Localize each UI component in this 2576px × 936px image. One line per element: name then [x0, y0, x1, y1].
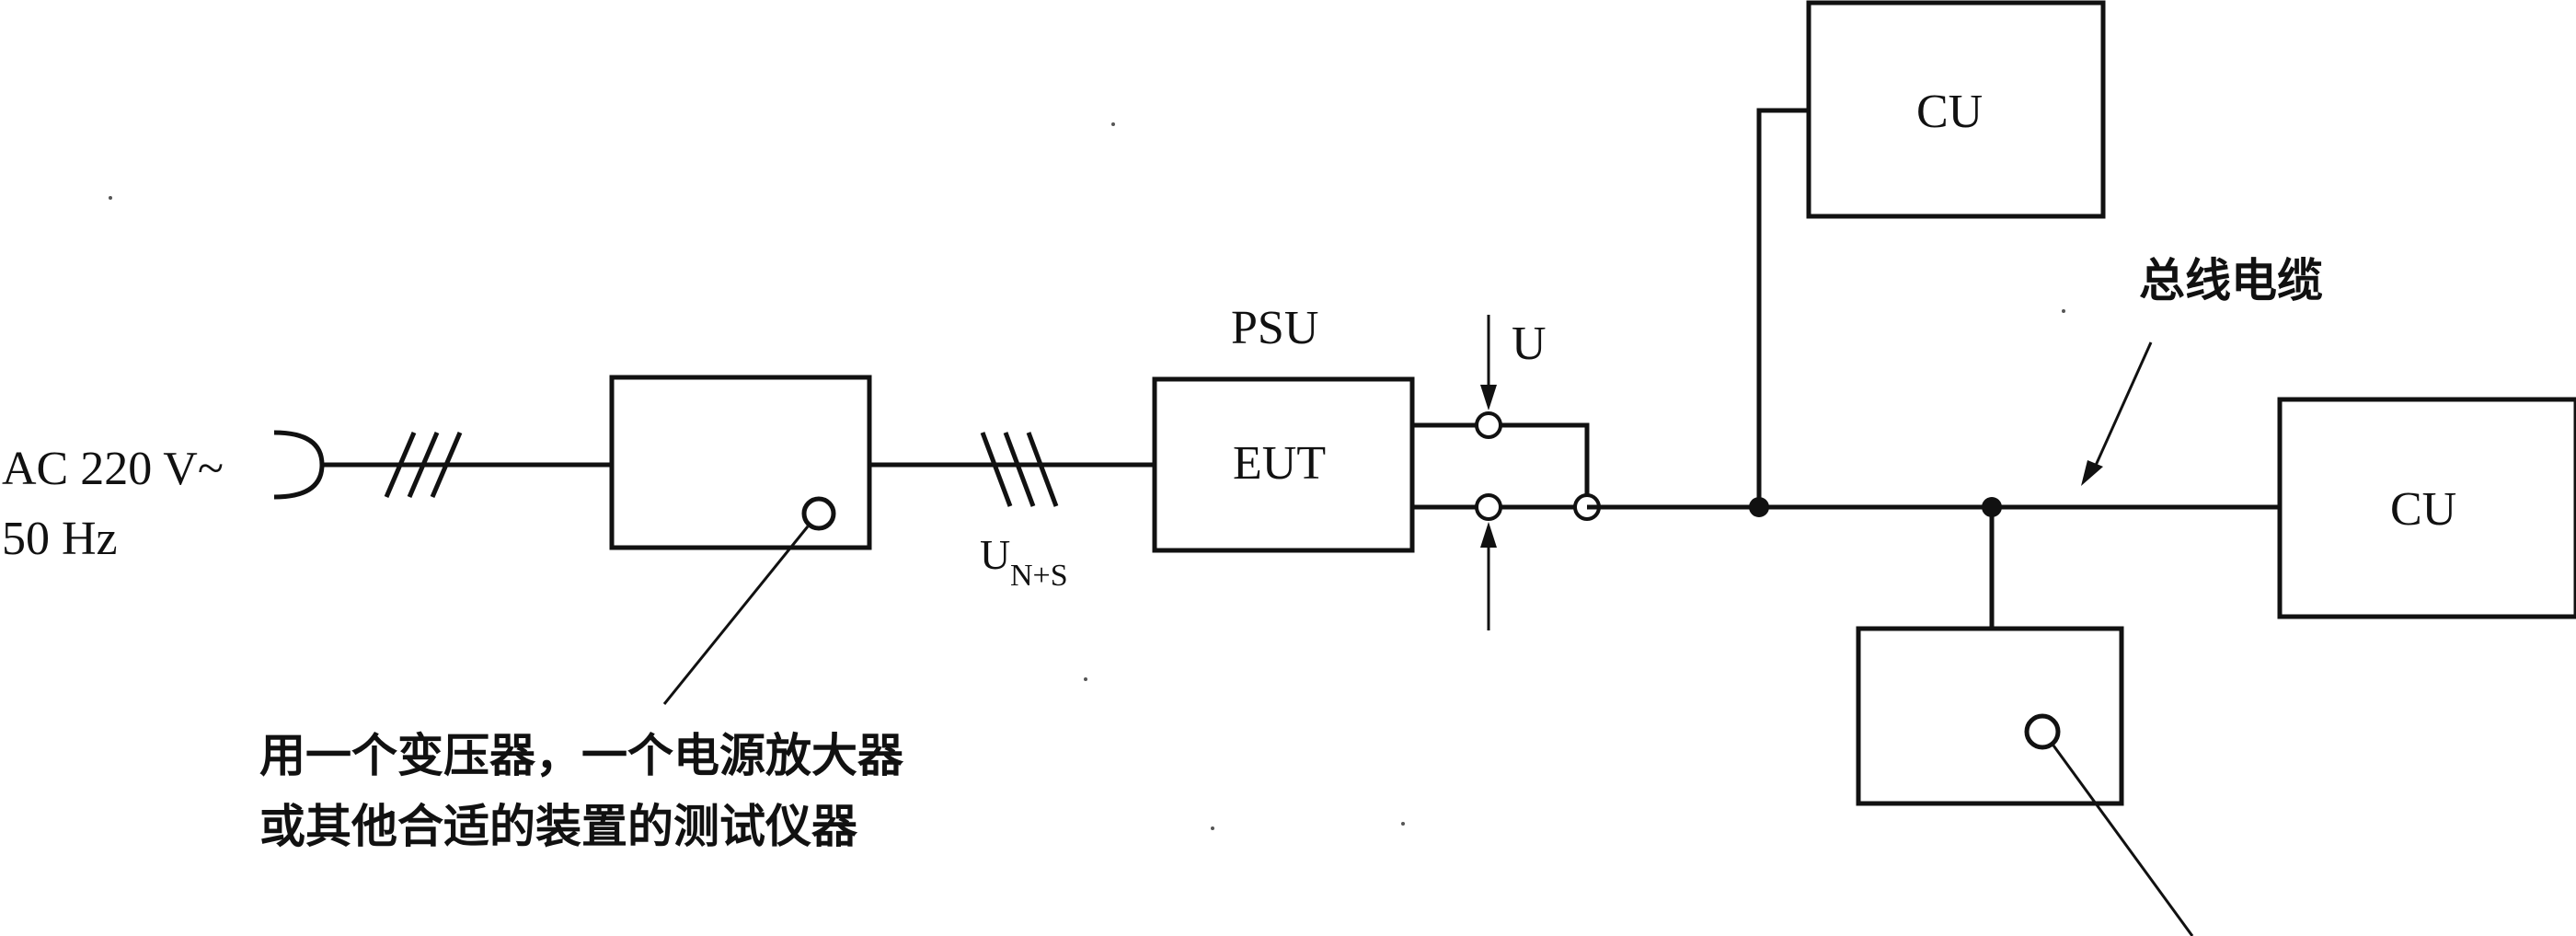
three-phase-mark-output: [980, 432, 1059, 507]
bus-cable-pointer: [2092, 341, 2153, 470]
un-label-main: U: [980, 531, 1010, 578]
voltage-arrowhead-top: [1480, 385, 1497, 410]
cu-top-feed: [1756, 108, 1809, 507]
test-instrument-note-line1: 用一个变压器，一个电源放大器: [259, 729, 904, 782]
test-instrument-terminal: [801, 496, 836, 531]
test-instrument-leader: [662, 526, 810, 705]
eut-box: [1152, 376, 1415, 553]
test-instrument-note-line2: 或其他合适的装置的测试仪器: [259, 800, 858, 853]
test-instrument-box: [609, 375, 872, 550]
source-label-line1: AC 220 V~: [2, 443, 224, 495]
terminal-upper: [1475, 411, 1502, 439]
lower-instrument-leader: [2052, 745, 2194, 936]
terminal-lower: [1475, 493, 1502, 521]
cu-right-box: [2277, 397, 2576, 619]
lower-instrument-terminal: [2024, 713, 2061, 750]
output-wire-upper: [1412, 422, 1590, 507]
cu-top-box: [1806, 0, 2106, 219]
scan-specks: [109, 122, 2065, 830]
cu-right-label: CU: [2390, 483, 2456, 536]
bus-cable-arrowhead: [2081, 460, 2103, 486]
voltage-label: U: [1512, 318, 1547, 370]
source-label-line2: 50 Hz: [2, 513, 118, 565]
voltage-arrowhead-bottom: [1480, 522, 1497, 548]
three-phase-mark-input: [384, 432, 463, 498]
psu-label: PSU: [1231, 302, 1318, 354]
un-label-sub: N+S: [1010, 559, 1068, 593]
cu-top-label: CU: [1916, 86, 1983, 138]
plug-symbol: [273, 430, 325, 500]
lower-instrument-box: [1856, 626, 2124, 806]
bus-cable-label: 总线电缆: [2139, 254, 2323, 307]
eut-label: EUT: [1233, 437, 1326, 490]
